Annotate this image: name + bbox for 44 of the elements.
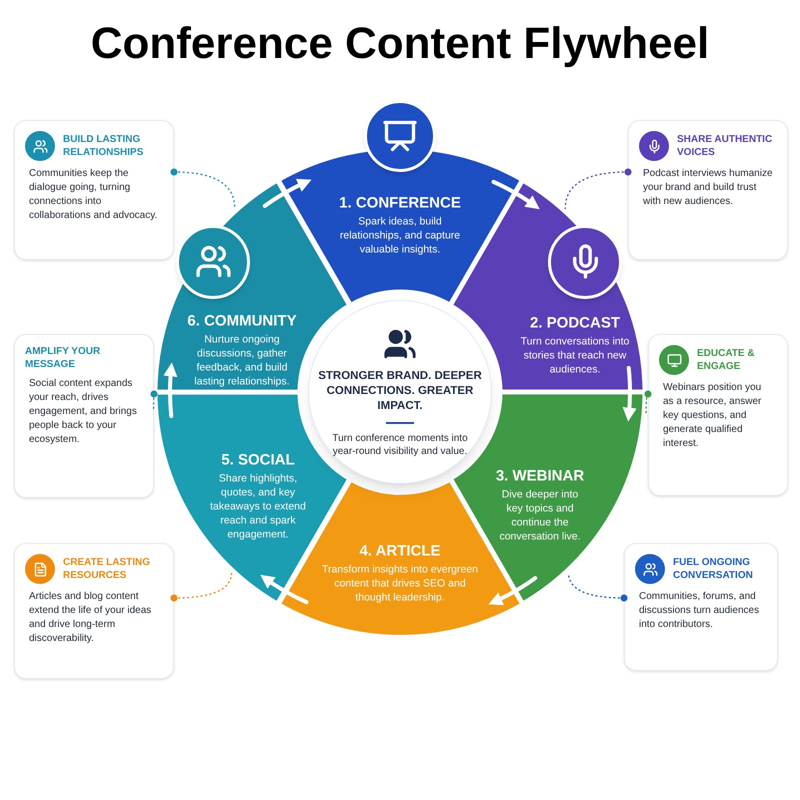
card-heading: FUEL ONGOING CONVERSATION xyxy=(673,556,754,582)
segment-title: 3. WEBINAR xyxy=(496,466,584,486)
card-description: Social content expands your reach, drives engagement, and brings people back to your ecosystem. xyxy=(28,377,138,447)
segment-description: Turn conversations into stories that reach new audiences. xyxy=(520,334,630,376)
segment-title: 6. COMMUNITY xyxy=(187,311,297,330)
flow-arrow xyxy=(262,179,312,208)
card-heading: SHARE AUTHENTIC VOICES xyxy=(677,133,774,159)
segment-description: Dive deeper into key topics and continue the conversation live. xyxy=(498,488,582,544)
flow-arrow xyxy=(492,180,540,210)
center-heading: STRONGER BRAND. DEEPER CONNECTIONS. GREATER IMPACT. xyxy=(317,368,483,414)
card-heading: EDUCATE & ENGAGE xyxy=(697,347,756,373)
card-heading: CREATE LASTING RESOURCES xyxy=(63,556,152,582)
info-card xyxy=(624,543,778,671)
card-heading: AMPLIFY YOUR MESSAGE xyxy=(25,345,102,371)
segment-description: Transform insights into evergreen content that drives SEO and thought leadership. xyxy=(320,562,479,604)
info-card xyxy=(14,543,174,679)
info-card xyxy=(628,120,788,260)
title: Conference Content Flywheel xyxy=(90,18,710,70)
segment-title: 1. CONFERENCE xyxy=(339,194,461,212)
flow-arrow xyxy=(260,574,308,604)
center-description: Turn conference moments into year-round visibility and value. xyxy=(331,432,469,458)
info-card xyxy=(648,334,788,496)
segment-title: 5. SOCIAL xyxy=(221,450,295,470)
leader-line xyxy=(644,390,652,414)
leader-line xyxy=(170,168,236,210)
card-description: Communities keep the dialogue going, turning connections into collaborations and advocacy. xyxy=(28,167,158,223)
segment-title: 2. PODCAST xyxy=(530,313,620,332)
card-heading: BUILD LASTING RELATIONSHIPS xyxy=(63,133,144,159)
info-card xyxy=(14,120,174,260)
card-description: Articles and blog content extend the life of your ideas and drive long-term discoverability. xyxy=(28,590,152,646)
card-description: Communities, forums, and discussions turn audiences into contributors. xyxy=(638,590,760,632)
info-card xyxy=(14,334,154,498)
flow-arrow xyxy=(622,366,636,422)
card-description: Webinars position you as a resource, answer key questions, and generate qualified interest. xyxy=(662,381,762,451)
leader-line xyxy=(564,168,632,210)
flow-arrow xyxy=(164,362,178,418)
leader-line xyxy=(150,390,158,410)
flow-arrow xyxy=(488,576,538,605)
segment-description: Share highlights, quotes, and key takeaways to extend reach and spark engagement. xyxy=(209,472,307,542)
segment-title: 4. ARTICLE xyxy=(359,541,441,560)
leader-line xyxy=(170,572,232,602)
segment-description: Spark ideas, build relationships, and capture valuable insights. xyxy=(338,214,462,256)
card-description: Podcast interviews humanize your brand and build trust with new audiences. xyxy=(642,167,774,209)
segment-description: Nurture ongoing discussions, gather feedback, and build lasting relationships. xyxy=(193,332,291,388)
